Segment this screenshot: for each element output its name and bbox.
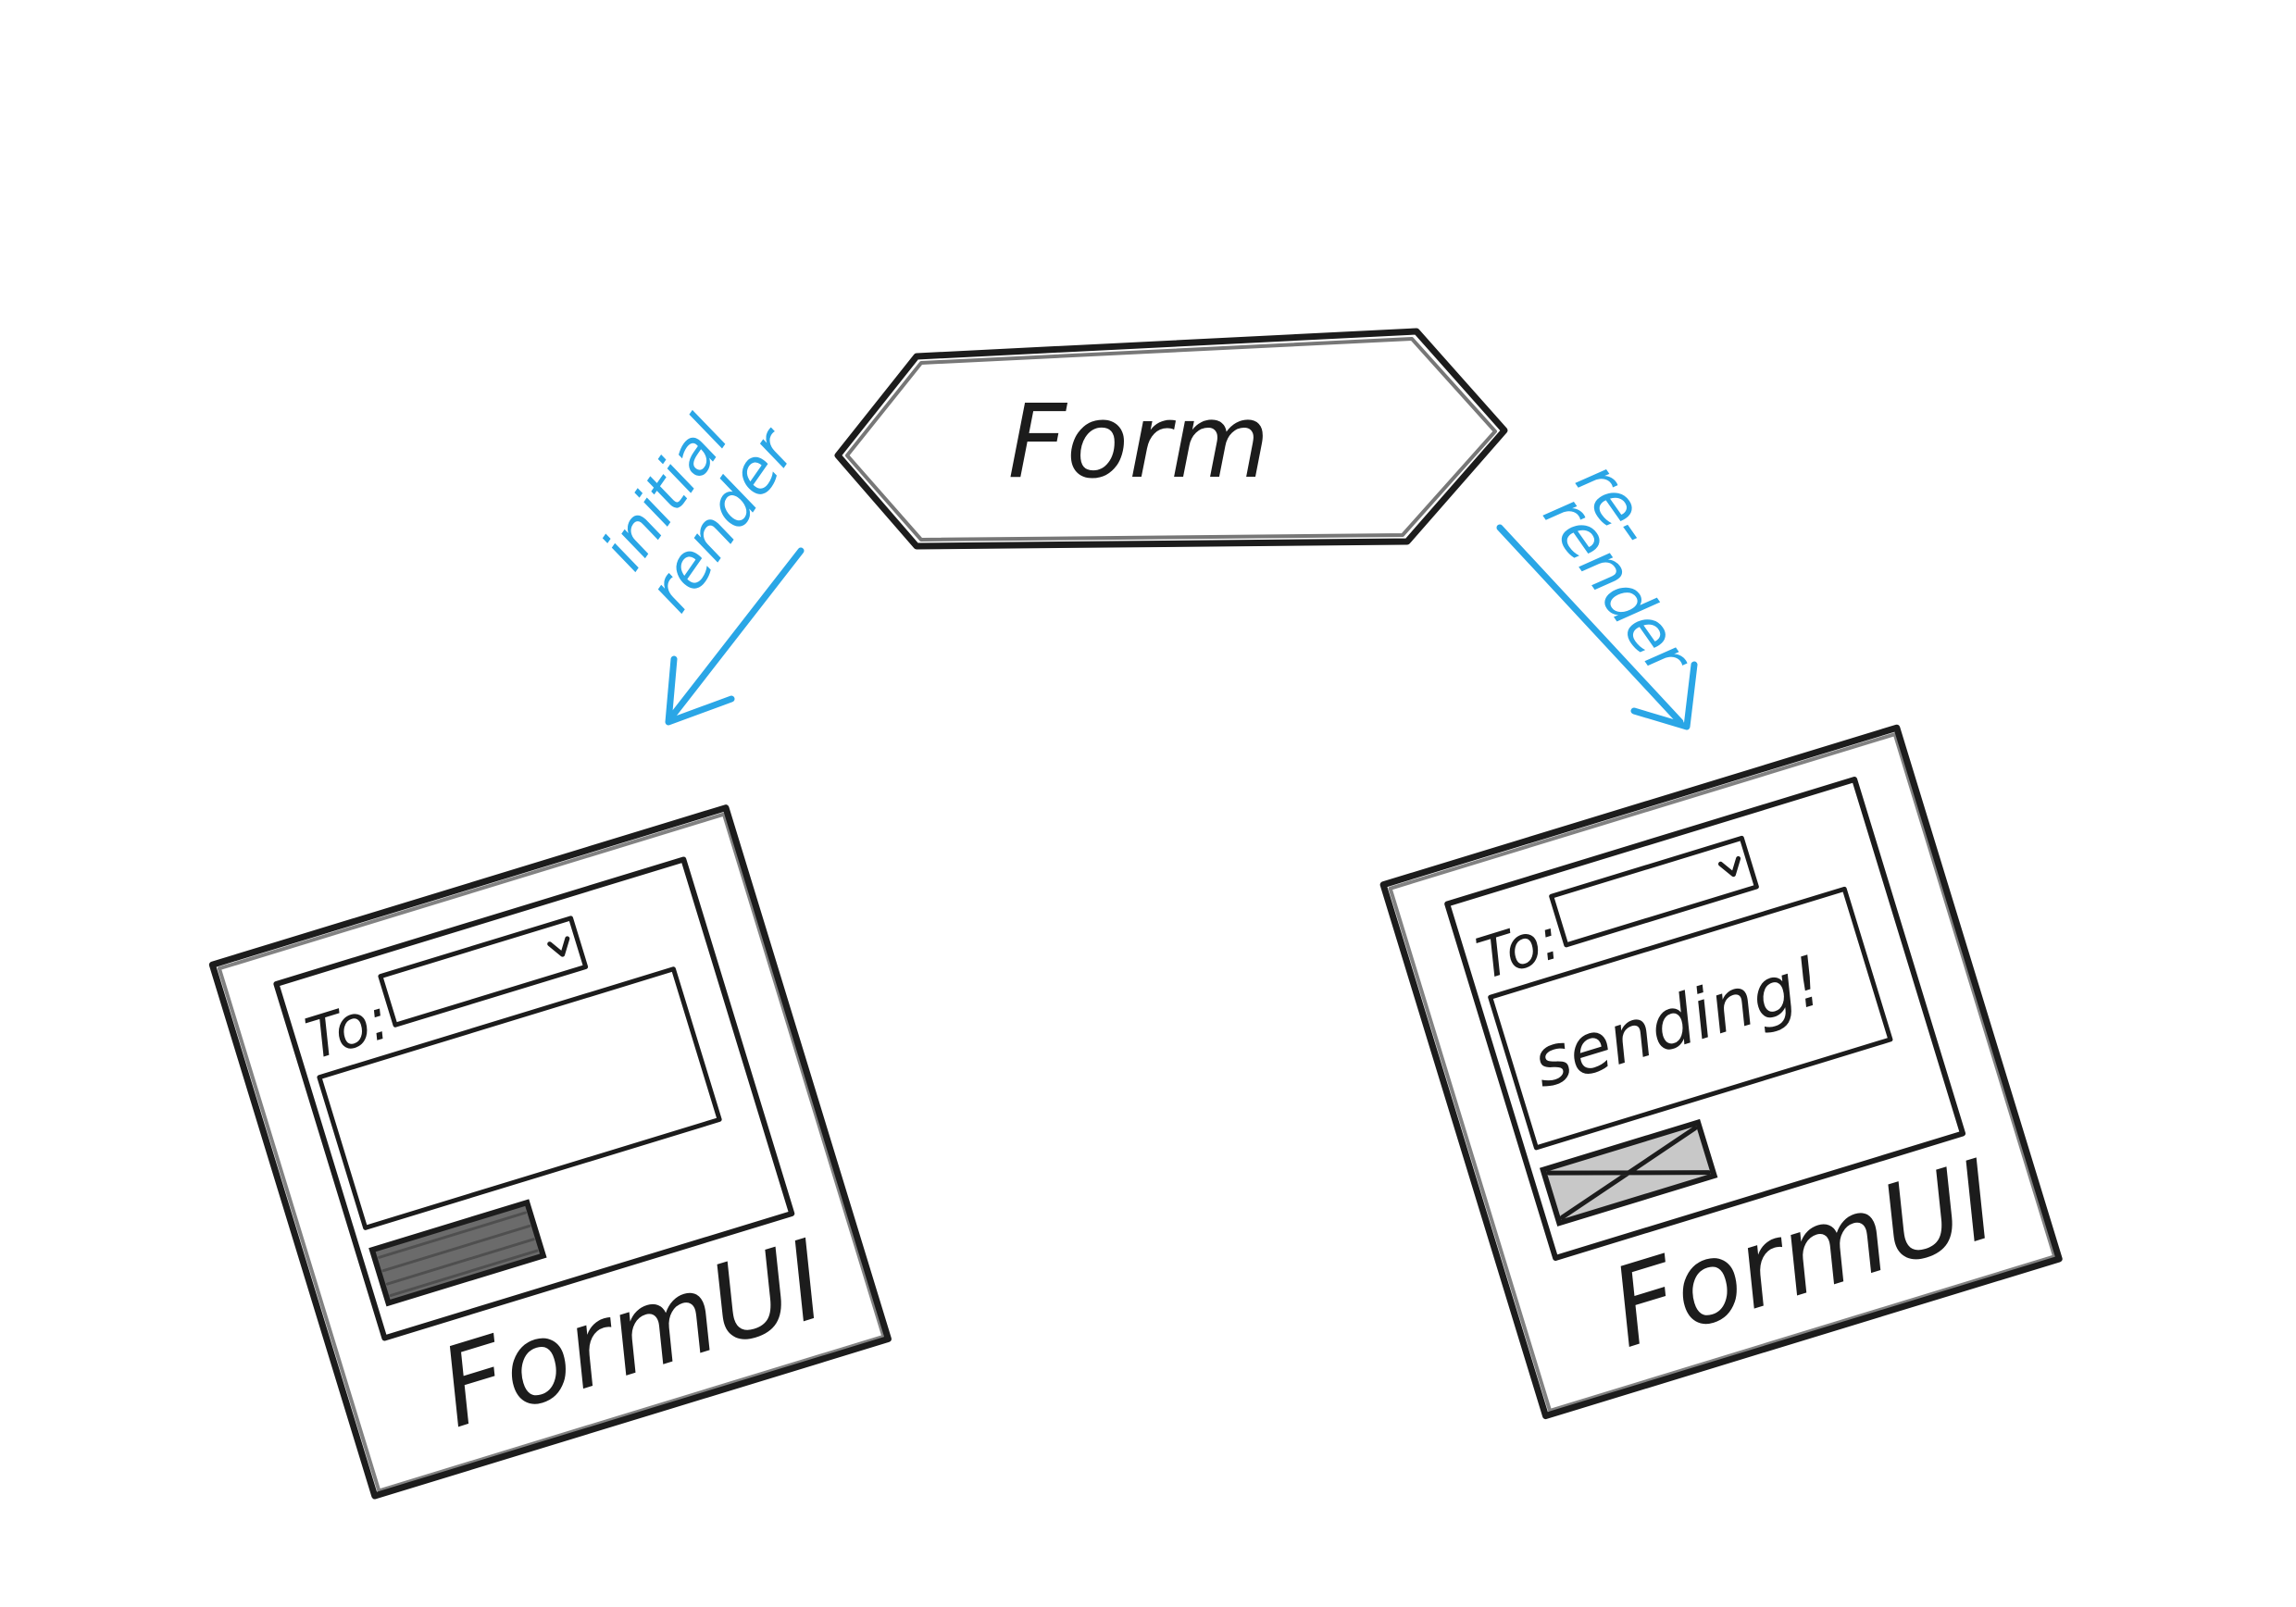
left-formui-message-box — [317, 966, 722, 1230]
left-formui-send-button — [368, 1199, 547, 1307]
rerender-arrow: re- render — [1496, 449, 1706, 730]
initial-render-arrowhead — [665, 655, 735, 726]
form-label: Form — [1008, 382, 1270, 501]
left-formui-to-select — [378, 916, 589, 1028]
right-formui-inner-panel — [1444, 776, 1966, 1262]
right-formui-node: To: sending! FormUI — [1379, 724, 2063, 1420]
right-formui-to-select — [1549, 835, 1759, 948]
form-hexagon-shape — [834, 328, 1508, 550]
form-node: Form — [834, 328, 1508, 550]
initial-render-arrow: initial render — [588, 404, 811, 726]
right-formui-message-text: sending! — [1524, 941, 1832, 1103]
right-formui-message-box — [1488, 886, 1893, 1151]
rerender-arrowhead — [1630, 661, 1698, 730]
right-formui-outer-frame — [1379, 724, 2063, 1420]
rerender-arrow-line — [1496, 524, 1684, 726]
right-formui-send-button-disabled — [1539, 1118, 1718, 1227]
left-formui-inner-panel — [273, 856, 795, 1341]
left-formui-node: To: FormUI — [208, 804, 892, 1500]
initial-render-arrow-line — [668, 547, 805, 721]
left-formui-outer-frame — [208, 804, 892, 1500]
